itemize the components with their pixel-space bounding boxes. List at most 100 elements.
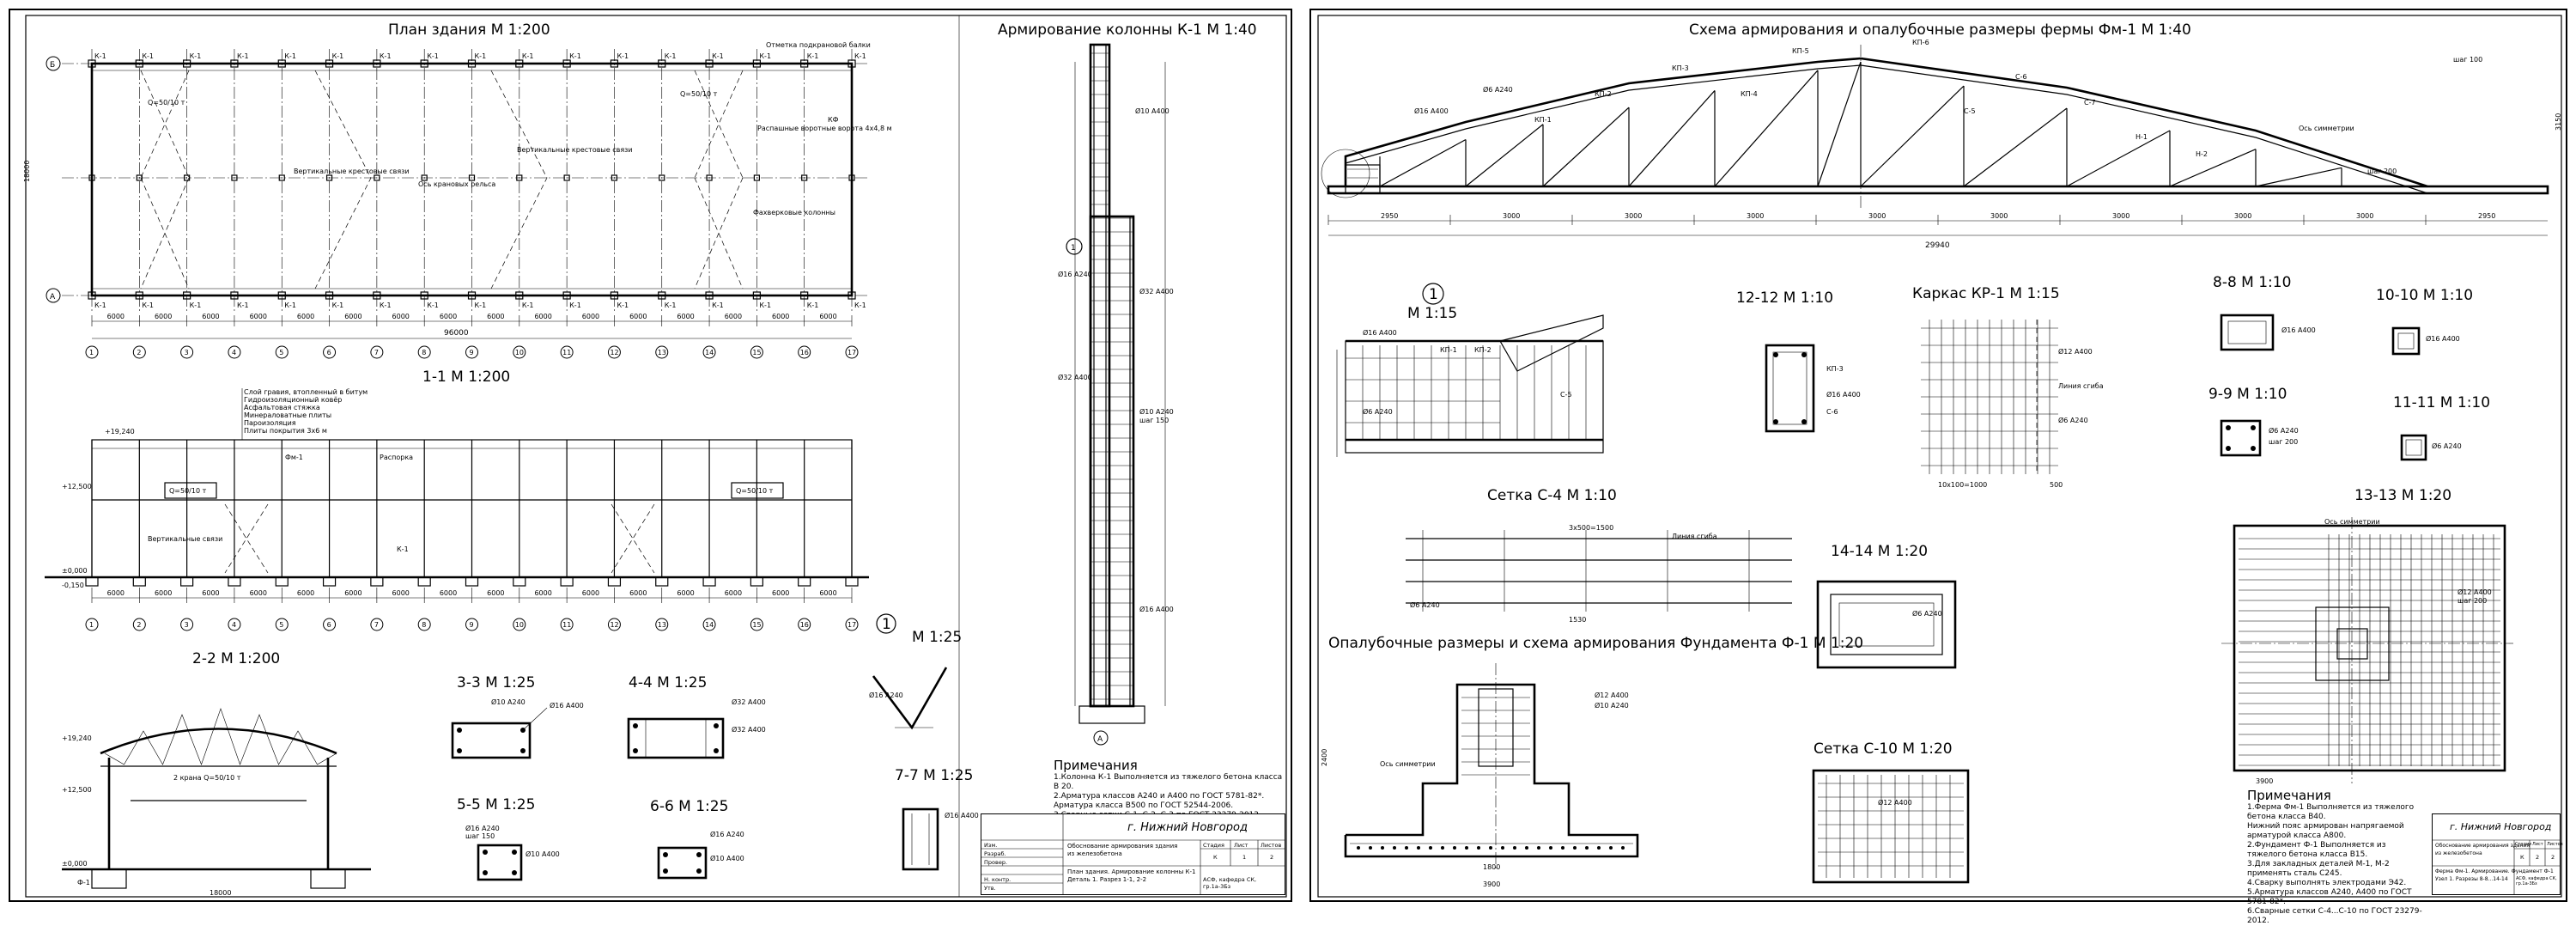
plan-dim-value: 6000 (344, 313, 361, 320)
tb-desc4-right: Узел 1. Разрезы 8-8...14-14 (2435, 876, 2508, 882)
plan-col-label-top: К-1 (569, 52, 581, 60)
axis-bubble (798, 345, 811, 359)
truss-dim-value: 3000 (2356, 212, 2373, 220)
sheet-right-graphics: Схема армирования и опалубочные размеры … (1317, 15, 2562, 898)
col-bar6: Ø16 А400 (1139, 605, 1174, 613)
truss-title: Схема армирования и опалубочные размеры … (1689, 21, 2191, 39)
node1-c5: С-5 (1560, 391, 1572, 399)
section-4-4-title: 4-4 М 1:25 (629, 674, 707, 691)
axis-bubble (560, 618, 574, 631)
node1-bar1: Ø16 А400 (1363, 328, 1397, 337)
axis-bubble (845, 618, 859, 631)
section-2-2-title: 2-2 М 1:200 (192, 650, 280, 667)
node-1-truss-detail (1336, 314, 1604, 457)
axis-bubble-b (46, 56, 61, 71)
truss-callout: КП-5 (1792, 47, 1809, 55)
tb-stage-right: К (2520, 854, 2524, 861)
svg-text:Плиты покрытия 3х6 м: Плиты покрытия 3х6 м (244, 427, 327, 435)
svg-text:Гидроизоляционный ковёр: Гидроизоляционный ковёр (244, 396, 342, 404)
sec22-foundation: Ф-1 (77, 879, 90, 886)
plan-col-label-bottom: К-1 (237, 302, 249, 309)
plan-dim-value: 6000 (250, 313, 267, 320)
section-13-13-drawing (2221, 517, 2513, 783)
truss-dim-value: 2950 (2478, 212, 2495, 220)
truss-callout: Ø16 А400 (1414, 107, 1449, 115)
plan-col-label-bottom: К-1 (190, 302, 202, 309)
tb-group-right: АСФ, кафедра СК, гр.1а-3Бз (2516, 876, 2557, 886)
truss-callout: Н-1 (2136, 133, 2148, 141)
section-7-7-title: 7-7 М 1:25 (895, 767, 973, 784)
plan-dim-value: 6000 (772, 313, 789, 320)
node1-bar2: Ø6 А240 (1363, 407, 1393, 416)
plan-label-brace2: Вертикальные крестовые связи (517, 146, 633, 154)
sec11-fm1: Фм-1 (285, 454, 303, 461)
plan-col-label-top: К-1 (665, 52, 677, 60)
axis-bubble (513, 345, 526, 359)
col-bar2: Ø32 А400 (1058, 373, 1092, 381)
axis-bubble (180, 345, 194, 359)
kr1-dim1: 10х100=1000 (1938, 481, 1987, 489)
truss-callout: С-7 (2084, 99, 2096, 107)
truss-callout: С-6 (2015, 73, 2027, 81)
tb-stage-hdr-right: Стадия (2515, 842, 2532, 847)
sec22-mark-top: +19,240 (62, 734, 92, 742)
section-2-2-drawing (62, 708, 371, 889)
c4-mesh-drawing (1406, 530, 1792, 612)
axis-number: 7 (374, 349, 379, 356)
sec11-dim-value: 6000 (344, 589, 361, 597)
note-line: 2.Арматура классов А240 и А400 по ГОСТ 5… (1054, 792, 1265, 801)
axis-number: 5 (279, 621, 283, 629)
tb-sheet: 1 (1242, 854, 1247, 861)
truss-dim-value: 3000 (2234, 212, 2251, 220)
node-1-title-right: М 1:15 (1407, 305, 1457, 322)
tb-desc3-right: Ферма Фм-1. Армирование. Фундамент Ф-1 (2435, 868, 2554, 874)
plan-col-label-top: К-1 (190, 52, 202, 60)
found-bar1: Ø12 А400 (1595, 691, 1629, 699)
s1010-bar: Ø16 А400 (2426, 334, 2460, 343)
node1-kp2: КП-2 (1474, 346, 1492, 354)
title-block-left: г. Нижний Новгород Обоснование армирован… (981, 813, 1285, 895)
axis-number: 13 (658, 349, 666, 356)
truss-dim-value: 3000 (1868, 212, 1886, 220)
axis-number: 2 (137, 349, 141, 356)
svg-text:Пароизоляция: Пароизоляция (244, 419, 296, 427)
plan-label-crane-top: Отметка подкрановой балки (766, 41, 871, 49)
s77-bar1: Ø16 А400 (945, 811, 979, 819)
truss-dim-value: 3000 (1625, 212, 1642, 220)
notes-left-title: Примечания (1054, 758, 1138, 773)
axis-bubble (417, 345, 431, 359)
section-9-9-title: 9-9 М 1:10 (2208, 386, 2287, 403)
axis-number: 4 (232, 349, 236, 356)
c4-bar: Ø6 А240 (1410, 600, 1440, 609)
inner-frame-right (1317, 15, 2562, 898)
plan-col-label-top: К-1 (332, 52, 344, 60)
axis-number: 7 (374, 621, 379, 629)
plan-dim-value: 6000 (297, 313, 314, 320)
sec11-dim-value: 6000 (250, 589, 267, 597)
note-line: 1.Колонна К-1 Выполняется из тяжелого бе… (1054, 773, 1283, 791)
notes-right-title: Примечания (2247, 788, 2331, 803)
tb-desc1-right: Обоснование армирования здания (2435, 843, 2530, 849)
section-1-1-title: 1-1 М 1:200 (422, 369, 510, 386)
sec11-dim-value: 6000 (107, 589, 125, 597)
c10-bar: Ø12 А400 (1878, 798, 1912, 807)
node-1-bubble-right (1422, 283, 1444, 305)
sec11-dim-value: 6000 (677, 589, 694, 597)
svg-text:Асфальтовая стяжка: Асфальтовая стяжка (244, 404, 320, 411)
note-line: 3.Для закладных деталей М-1, М-2 применя… (2247, 860, 2390, 878)
plan-col-label-bottom: К-1 (142, 302, 154, 309)
axis-bubble (702, 345, 716, 359)
plan-col-label-top: К-1 (284, 52, 296, 60)
section-5-5-title: 5-5 М 1:25 (457, 796, 535, 813)
truss-callout: С-5 (1964, 107, 1976, 115)
axis-bubble (370, 345, 384, 359)
plan-col-label-top: К-1 (854, 52, 866, 60)
sec11-mark-zero: ±0,000 (62, 567, 88, 575)
sec11-dim-value: 6000 (392, 589, 410, 597)
note-line: 5.Арматура классов А240, А400 по ГОСТ 57… (2247, 888, 2412, 906)
plan-label-wind: Фахверковые колонны (753, 209, 835, 216)
axis-bubble (845, 345, 859, 359)
plan-col-label-bottom: К-1 (522, 302, 534, 309)
sec11-dim-value: 6000 (487, 589, 504, 597)
note-line: 1.Ферма Фм-1 Выполняется из тяжелого бет… (2247, 803, 2415, 821)
